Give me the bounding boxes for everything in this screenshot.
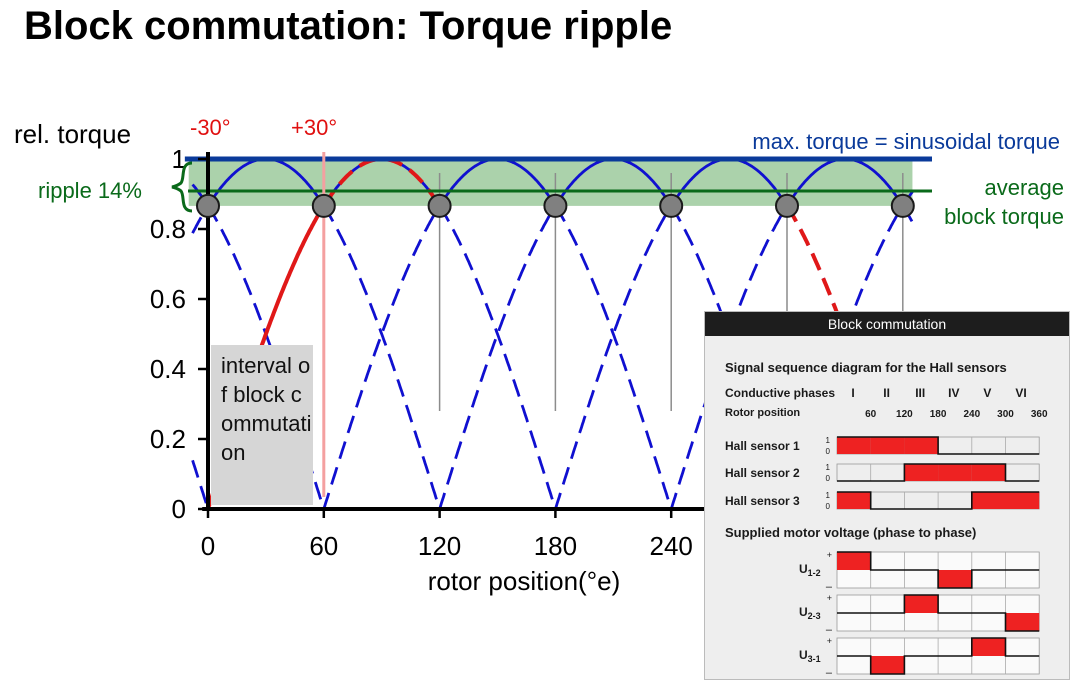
voltage-signal-trace bbox=[837, 637, 1040, 675]
rotor-position-tick: 60 bbox=[865, 409, 877, 420]
x-tick-label: 0 bbox=[201, 531, 215, 561]
hall-sequence-diagram: Signal sequence diagram for the Hall sen… bbox=[725, 360, 1048, 679]
hall-high-cell bbox=[837, 437, 871, 454]
voltage-positive-block bbox=[904, 595, 939, 613]
plus-sign: + bbox=[827, 636, 832, 646]
rotor-position-tick: 180 bbox=[930, 409, 947, 420]
voltage-label-main: U bbox=[799, 605, 808, 619]
voltage-positive-block bbox=[837, 552, 871, 570]
rotor-position-tick: 240 bbox=[963, 409, 980, 420]
hall-high-cell bbox=[870, 437, 905, 454]
voltage-label-main: U bbox=[799, 648, 808, 662]
minus-sign: – bbox=[826, 667, 833, 679]
level-high-label: 1 bbox=[826, 463, 831, 472]
ripple-label: ripple 14% bbox=[38, 178, 142, 203]
phase-label: II bbox=[883, 386, 890, 400]
rotor-position-label: Rotor position bbox=[725, 407, 800, 419]
plus-sign: + bbox=[827, 593, 832, 603]
active-curve-dashed-2 bbox=[785, 204, 847, 335]
y-axis-label: rel. torque bbox=[14, 119, 131, 149]
average-label-line1: average bbox=[984, 175, 1064, 200]
level-high-label: 1 bbox=[826, 436, 831, 445]
phase-label: I bbox=[851, 386, 854, 400]
hall-sensor-label: Hall sensor 2 bbox=[725, 466, 800, 480]
hall-signal-trace bbox=[837, 491, 1040, 510]
x-tick-label: 240 bbox=[650, 531, 693, 561]
level-high-label: 1 bbox=[826, 491, 831, 500]
commutation-point-4 bbox=[659, 193, 684, 218]
active-curve-dashed-1 bbox=[322, 157, 442, 208]
commutation-point-6 bbox=[890, 193, 915, 218]
hall-high-cell bbox=[1005, 492, 1040, 509]
hall-sensor-label: Hall sensor 1 bbox=[725, 439, 800, 453]
rotor-position-tick: 120 bbox=[896, 409, 913, 420]
voltage-label-sub: 2-3 bbox=[808, 611, 821, 621]
minus-sign: – bbox=[826, 624, 833, 636]
x-axis-label: rotor position(°e) bbox=[428, 566, 620, 596]
voltage-label-main: U bbox=[799, 562, 808, 576]
voltage-label: U1-2 bbox=[799, 562, 821, 578]
max-torque-label: max. torque = sinusoidal torque bbox=[752, 129, 1060, 154]
y-tick-label: 0.6 bbox=[150, 284, 186, 314]
level-low-label: 0 bbox=[826, 502, 831, 511]
phase-label: V bbox=[983, 386, 991, 400]
y-tick-label: 0.4 bbox=[150, 354, 186, 384]
y-tick-label: 0 bbox=[172, 494, 186, 524]
hall-high-cell bbox=[971, 464, 1006, 481]
voltage-label: U2-3 bbox=[799, 605, 821, 621]
commutation-points bbox=[196, 193, 915, 218]
average-label-line2: block torque bbox=[944, 204, 1064, 229]
x-tick-label: 60 bbox=[309, 531, 338, 561]
voltage-signal-trace bbox=[837, 551, 1040, 589]
commutation-point-1 bbox=[311, 193, 336, 218]
minus-sign: – bbox=[826, 581, 833, 593]
y-tick-label: 1 bbox=[172, 144, 186, 174]
chart-text: 0 0.2 0.4 0.6 0.8 1 0 60 120 180 240 rel. torque rot… bbox=[14, 115, 1064, 596]
y-tick-label: 0.8 bbox=[150, 214, 186, 244]
rotor-position-tick: 300 bbox=[997, 409, 1014, 420]
panel-header: Block commutation bbox=[705, 312, 1069, 336]
plus-sign: + bbox=[827, 550, 832, 560]
hall-high-cell bbox=[837, 492, 871, 509]
hall-sensor-label: Hall sensor 3 bbox=[725, 494, 800, 508]
interval-note: interval of block commutation bbox=[211, 345, 313, 505]
commutation-point-0 bbox=[196, 193, 220, 218]
voltage-signal-trace bbox=[837, 594, 1040, 632]
reference-lines bbox=[184, 156, 932, 193]
conductive-phases-label: Conductive phases bbox=[725, 386, 835, 400]
voltage-negative-block bbox=[1005, 613, 1040, 631]
voltage-label: U3-1 bbox=[799, 648, 821, 664]
hall-diagram-title: Signal sequence diagram for the Hall sen… bbox=[725, 360, 1007, 375]
hall-signal-trace bbox=[837, 463, 1040, 482]
voltage-title: Supplied motor voltage (phase to phase) bbox=[725, 525, 976, 540]
voltage-label-sub: 1-2 bbox=[808, 568, 821, 578]
page-title: Block commutation: Torque ripple bbox=[24, 4, 673, 48]
hall-high-cell bbox=[938, 464, 972, 481]
commutation-point-5 bbox=[775, 193, 799, 218]
y-tick-label: 0.2 bbox=[150, 424, 186, 454]
hall-signal-trace bbox=[837, 436, 1040, 455]
voltage-negative-block bbox=[870, 656, 905, 674]
hall-high-cell bbox=[904, 437, 939, 454]
marker-label-minus30: -30° bbox=[190, 115, 231, 140]
commutation-point-2 bbox=[427, 193, 452, 218]
block-commutation-panel: Block commutation Signal sequence diagra… bbox=[704, 311, 1070, 680]
marker-label-plus30: +30° bbox=[291, 115, 337, 140]
ripple-brace bbox=[171, 161, 193, 213]
phase-label: VI bbox=[1015, 386, 1026, 400]
level-low-label: 0 bbox=[826, 447, 831, 456]
level-low-label: 0 bbox=[826, 474, 831, 483]
x-tick-label: 120 bbox=[418, 531, 461, 561]
x-tick-label: 180 bbox=[534, 531, 577, 561]
voltage-negative-block bbox=[938, 570, 972, 588]
phase-label: III bbox=[915, 386, 925, 400]
voltage-positive-block bbox=[971, 638, 1006, 656]
hall-high-cell bbox=[971, 492, 1006, 509]
rotor-position-tick: 360 bbox=[1031, 409, 1048, 420]
phase-label: IV bbox=[948, 386, 959, 400]
commutation-point-3 bbox=[543, 193, 568, 218]
hall-high-cell bbox=[904, 464, 939, 481]
voltage-label-sub: 3-1 bbox=[808, 654, 821, 664]
